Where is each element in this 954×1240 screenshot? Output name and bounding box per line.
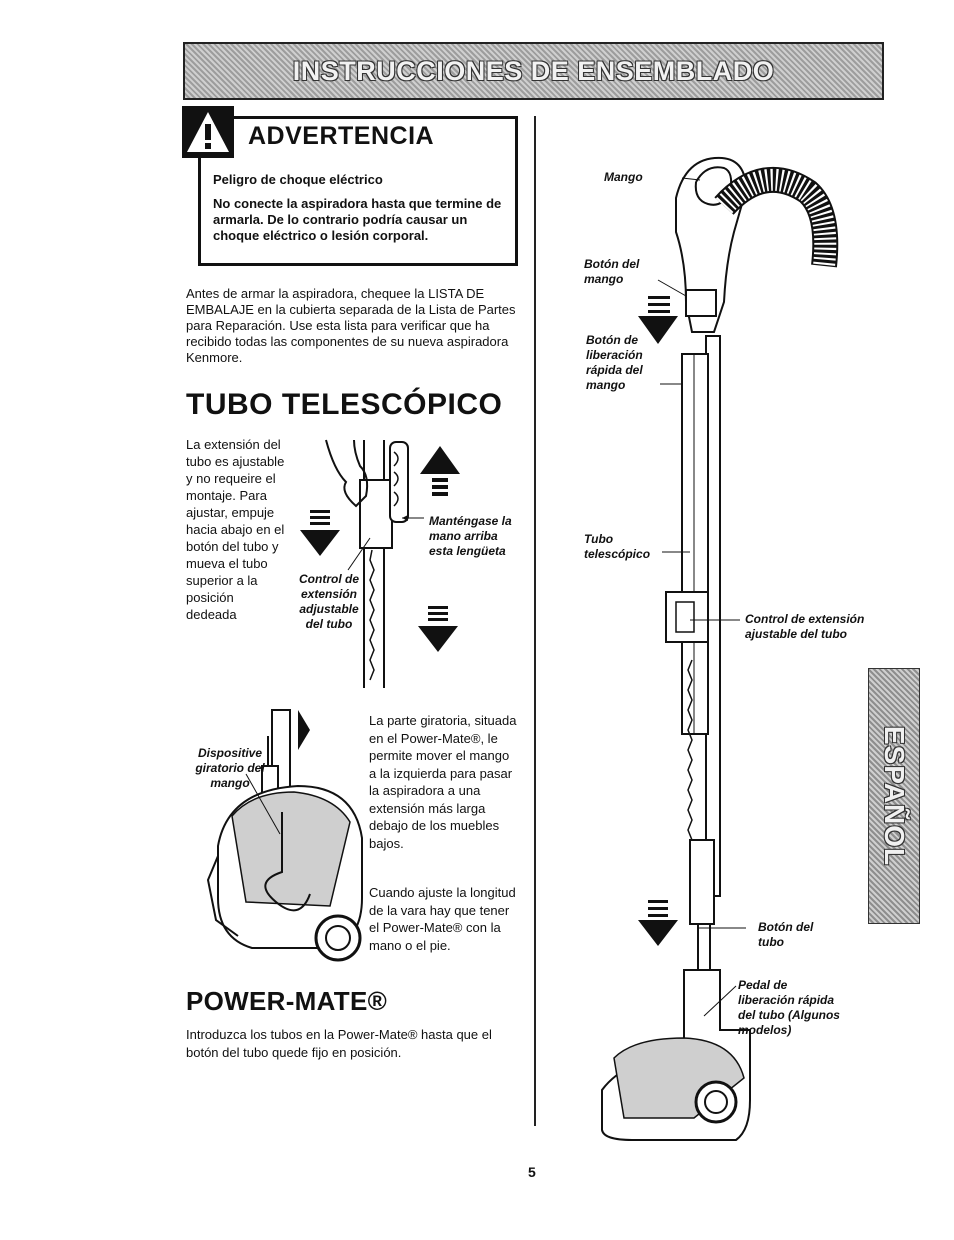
language-tab: ESPAÑOL: [868, 668, 920, 924]
page-number: 5: [528, 1164, 536, 1180]
boton-tubo-label: Botón del tubo: [758, 920, 814, 949]
swivel-adjust-paragraph: Cuando ajuste la longitud de la vara hay…: [369, 885, 516, 953]
exclamation-warning-icon: [182, 106, 234, 158]
tubo-telescopico-label: Tubo telescópico: [584, 532, 651, 561]
tube-adjust-illustration: [300, 439, 460, 688]
pedal-liberacion-label: Pedal de liberación rápida del tubo (Alg…: [738, 978, 840, 1037]
tubo-paragraph: La extensión del tubo es ajustable y no …: [186, 437, 285, 622]
powermate-heading: POWER-MATE®: [186, 986, 388, 1016]
boton-mango-label: Botón del mango: [584, 257, 640, 286]
warning-title: ADVERTENCIA: [248, 122, 435, 150]
tubo-heading: TUBO TELESCÓPICO: [186, 388, 503, 421]
column-divider: [534, 116, 536, 1126]
swivel-illustration: [206, 709, 363, 962]
tube-control-label: Control de extensión adjustable del tubo: [299, 572, 359, 631]
swivel-label: Dispositive giratorio del mango: [195, 746, 265, 790]
hand-position-label: Manténgase la mano arriba esta lengüeta: [429, 514, 512, 558]
liberacion-mango-label: Botón de liberación rápida del mango: [586, 333, 643, 392]
warning-box: [198, 116, 518, 266]
warning-subtitle: Peligro de choque eléctrico: [213, 172, 383, 187]
powermate-paragraph: Introduzca los tubos en la Power-Mate® h…: [186, 1027, 492, 1060]
section-banner: INSTRUCCIONES DE ENSEMBLADO: [183, 42, 884, 100]
warning-body: No conecte la aspiradora hasta que termi…: [213, 196, 502, 243]
banner-title: INSTRUCCIONES DE ENSEMBLADO: [292, 56, 775, 86]
language-tab-label: ESPAÑOL: [879, 725, 910, 867]
vacuum-assembly-diagram: [601, 156, 839, 1141]
swivel-paragraph: La parte giratoria, situada en el Power-…: [369, 713, 517, 851]
intro-paragraph: Antes de armar la aspiradora, chequee la…: [186, 286, 516, 365]
control-extension-label: Control de extensión ajustable del tubo: [745, 612, 865, 641]
mango-label: Mango: [604, 170, 643, 184]
